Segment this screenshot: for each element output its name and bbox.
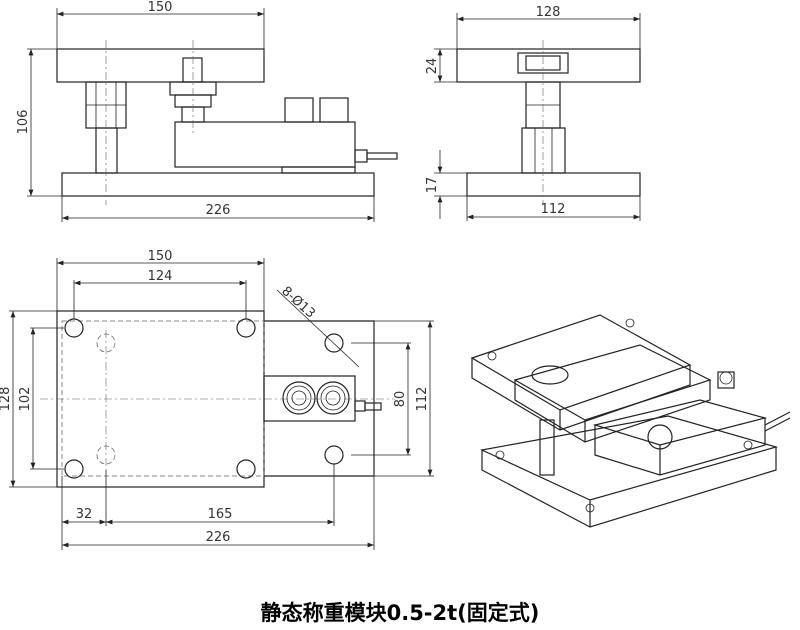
dim-side-128: 128 (536, 5, 561, 20)
dim-side-112: 112 (541, 202, 566, 217)
side-view: 128 112 24 17 (425, 5, 641, 221)
dim-plan-124: 124 (148, 269, 173, 284)
dim-side-17: 17 (425, 177, 440, 194)
dim-plan-holes: 8-Ø13 (278, 284, 318, 322)
drawing-title: 静态称重模块0.5-2t(固定式) (260, 601, 540, 625)
dim-front-226: 226 (206, 203, 231, 218)
dim-plan-165: 165 (208, 507, 233, 522)
isometric-view (470, 314, 791, 528)
dim-plan-226: 226 (206, 530, 231, 545)
plan-view: 150 124 8-Ø13 128 102 80 112 32 165 226 (0, 249, 434, 550)
dim-plan-102: 102 (18, 387, 33, 412)
dim-plan-80: 80 (393, 391, 408, 408)
dim-plan-128: 128 (0, 387, 13, 412)
dim-front-150: 150 (148, 0, 173, 15)
dim-plan-32: 32 (76, 507, 93, 522)
dim-plan-150: 150 (148, 249, 173, 264)
dim-side-24: 24 (425, 58, 440, 75)
dim-front-106: 106 (16, 110, 31, 135)
front-view: 150 226 106 (16, 0, 398, 222)
dim-plan-112: 112 (415, 387, 430, 412)
